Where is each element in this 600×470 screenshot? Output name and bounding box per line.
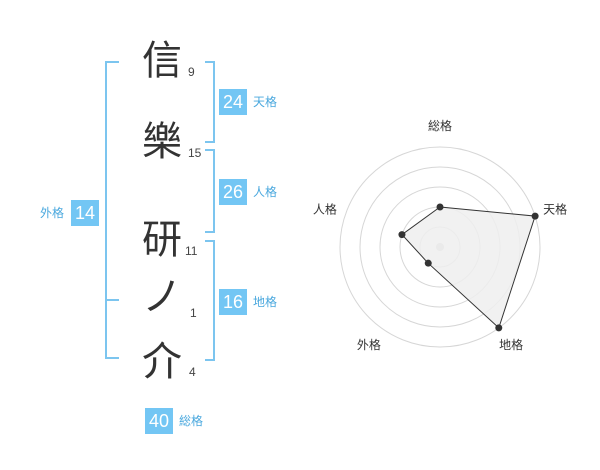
- radar-point-3: [495, 324, 503, 332]
- jinkaku-bracket: [205, 149, 215, 233]
- name-char-4: ノ: [142, 274, 182, 320]
- name-char-2: 樂: [142, 119, 182, 165]
- radar-axis-label: 人格: [313, 202, 337, 217]
- stroke-count-3: 11: [185, 244, 198, 258]
- jinkaku-value-badge: 26: [219, 179, 247, 205]
- radar-point-1: [436, 203, 444, 211]
- tenkaku-value-badge: 24: [219, 89, 247, 115]
- radar-axis-label: 天格: [543, 202, 567, 217]
- radar-axis-label: 外格: [357, 337, 381, 352]
- stroke-count-4: 1: [190, 306, 197, 320]
- gaikaku-bracket-lower: [105, 297, 119, 359]
- stroke-count-5: 4: [189, 365, 196, 379]
- chikaku-value-badge: 16: [219, 289, 247, 315]
- gaikaku-bracket-upper: [105, 61, 119, 301]
- radar-ring-5: [339, 146, 541, 348]
- gaikaku-label: 外格: [40, 206, 65, 220]
- radar-axis-label: 総格: [428, 118, 452, 133]
- gaikaku-value-badge: 14: [71, 200, 99, 226]
- radar-axis-label: 地格: [499, 337, 523, 352]
- soukaku-label: 総格: [179, 414, 204, 428]
- name-char-5: 介: [142, 339, 182, 385]
- name-char-3: 研: [142, 217, 182, 263]
- radar-series-area: [401, 206, 536, 329]
- radar-point-4: [424, 259, 432, 267]
- stroke-count-2: 15: [188, 146, 202, 160]
- radar-point-5: [398, 231, 406, 239]
- stroke-count-1: 9: [188, 65, 195, 79]
- tenkaku-bracket: [205, 61, 215, 143]
- chikaku-bracket: [205, 240, 215, 361]
- soukaku-value-badge: 40: [145, 408, 173, 434]
- name-char-1: 信: [142, 38, 182, 84]
- jinkaku-label: 人格: [253, 185, 278, 199]
- chikaku-label: 地格: [253, 295, 278, 309]
- radar-point-2: [531, 212, 539, 220]
- tenkaku-label: 天格: [253, 95, 278, 109]
